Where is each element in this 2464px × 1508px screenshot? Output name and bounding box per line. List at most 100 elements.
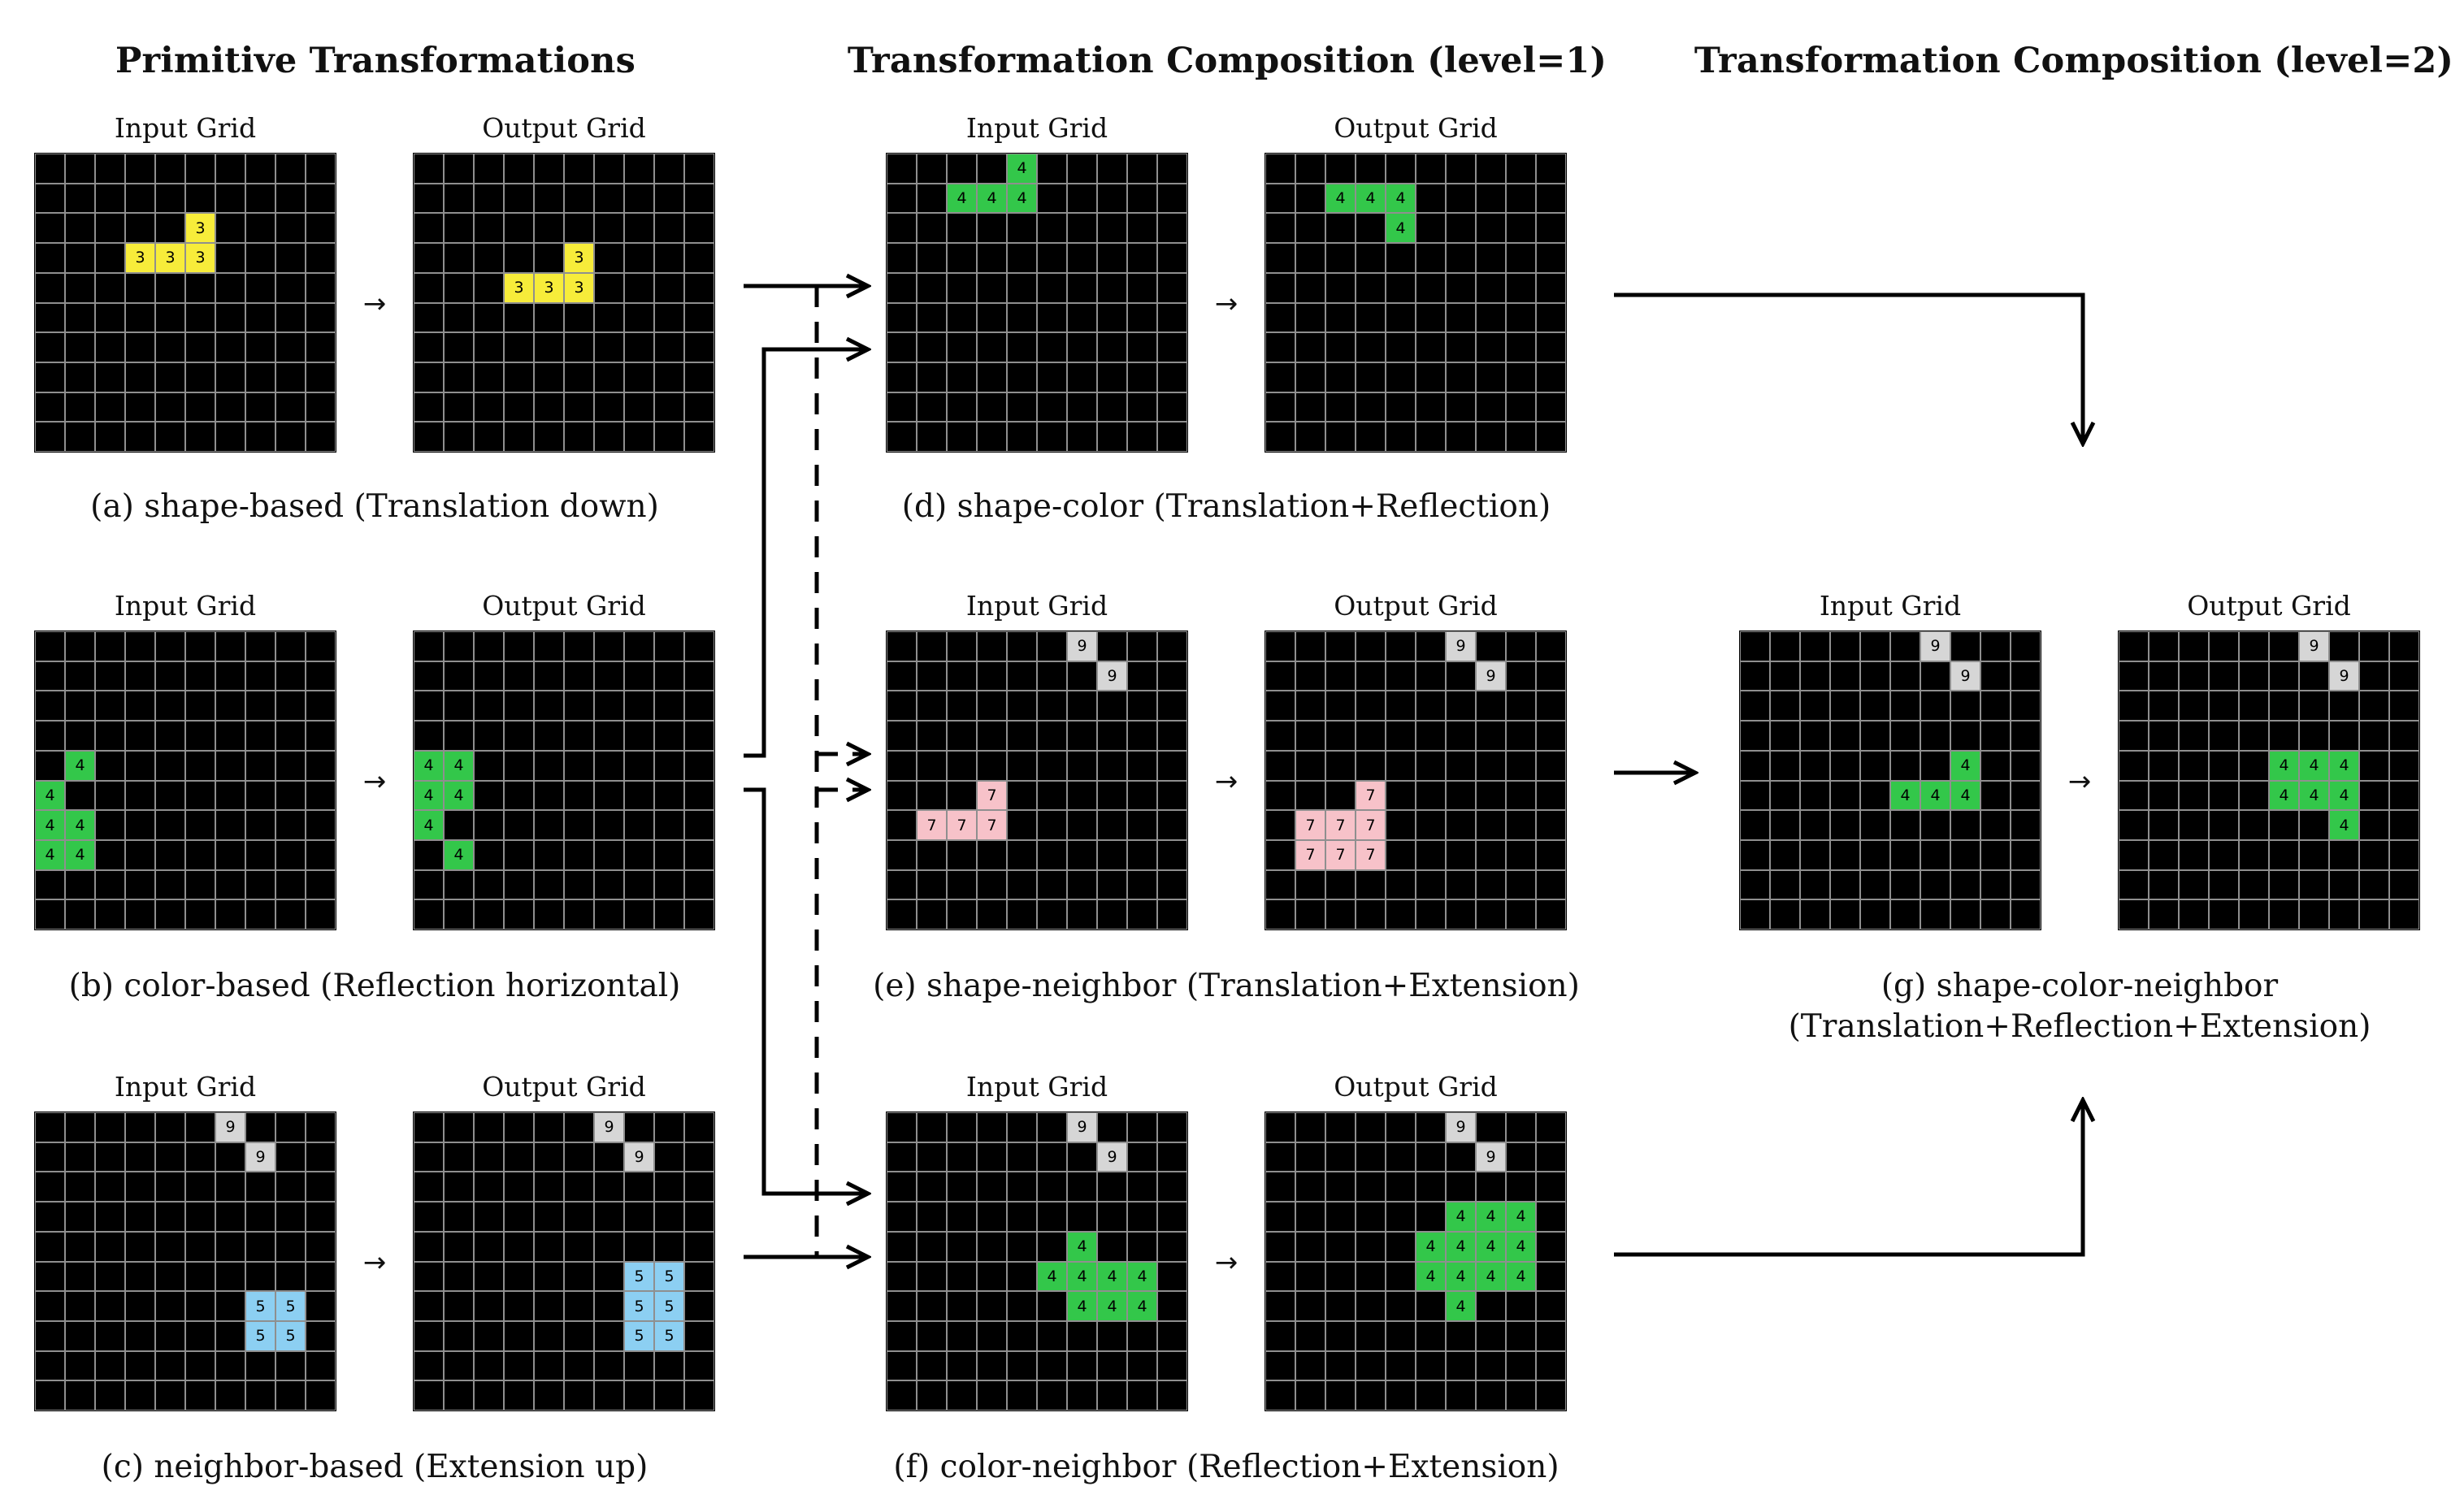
- grid-cell: [1536, 302, 1566, 333]
- grid-cell: [2389, 631, 2419, 661]
- grid-cell: [1265, 780, 1295, 811]
- grid-cell-filled: 4: [2269, 780, 2299, 811]
- grid-cell: [2119, 869, 2149, 900]
- grid-cell: [564, 750, 594, 781]
- grid-cell: [2269, 691, 2299, 722]
- grid-cell: [414, 631, 444, 661]
- grid-cell: [1295, 750, 1325, 781]
- grid-cell: [1356, 661, 1386, 691]
- grid-cell: [414, 213, 444, 244]
- grid-cell: [125, 839, 155, 870]
- grid-cell: [1157, 661, 1187, 691]
- grid-cell: [564, 1261, 594, 1292]
- grid-cell: [1446, 392, 1476, 422]
- grid-cell: [977, 302, 1007, 333]
- grid-cell: [444, 869, 474, 900]
- grid-cell: [977, 839, 1007, 870]
- grid-cell-filled: 4: [1506, 1202, 1536, 1232]
- grid-cell: [1506, 810, 1536, 840]
- grid-cell: [594, 332, 624, 362]
- grid-cell: [534, 183, 564, 214]
- grid-cell-filled: 4: [1007, 183, 1037, 214]
- grid-cell: [1506, 661, 1536, 691]
- grid-cell: [95, 213, 125, 244]
- grid-cell: [1446, 691, 1476, 722]
- grid-cell: [2011, 750, 2041, 781]
- grid-cell: [917, 631, 947, 661]
- grid-cell-filled: 4: [1097, 1291, 1127, 1321]
- grid-cell: [1386, 750, 1416, 781]
- grid-cell: [1356, 1142, 1386, 1172]
- grid-cell: [306, 392, 336, 422]
- grid-cell: [564, 899, 594, 930]
- grid-cell: [1127, 272, 1157, 303]
- grid-cell: [1295, 392, 1325, 422]
- grid-cell: [1386, 1291, 1416, 1321]
- grid-cell: [2179, 750, 2209, 781]
- grid-cell: [1037, 213, 1067, 244]
- grid-cell: [185, 302, 215, 333]
- grid-cell: [474, 422, 504, 452]
- grid-cell: [65, 1172, 95, 1202]
- grid-cell: [504, 691, 534, 722]
- grid-cell: [887, 810, 917, 840]
- heading-level2: Transformation Composition (level=2): [1694, 41, 2454, 81]
- grid-cell: [1067, 213, 1097, 244]
- grid-cell: [1476, 183, 1506, 214]
- grid-cell: [1416, 392, 1446, 422]
- grid-cell: [2011, 810, 2041, 840]
- grid-cell: [1037, 302, 1067, 333]
- grid-cell: [887, 392, 917, 422]
- grid-cell: [1007, 1202, 1037, 1232]
- grid-cell: [504, 1350, 534, 1381]
- grid-cell: [1295, 1350, 1325, 1381]
- grid-cell: [2269, 839, 2299, 870]
- grid-cell: [594, 1350, 624, 1381]
- grid-cell: [624, 631, 654, 661]
- grid-cell: [1890, 839, 1920, 870]
- grid-cell: [245, 839, 275, 870]
- input-grid-label: Input Grid: [114, 112, 257, 144]
- grid-cell: [504, 154, 534, 184]
- grid-cell: [215, 839, 245, 870]
- grid-cell: [306, 1172, 336, 1202]
- grid-cell: [917, 1112, 947, 1142]
- grid-cell: [977, 1291, 1007, 1321]
- grid-cell: [1067, 392, 1097, 422]
- grid-cell: [1265, 1202, 1295, 1232]
- grid-cell: [624, 810, 654, 840]
- grid-cell: [1950, 631, 1980, 661]
- grid-cell: [1007, 1320, 1037, 1351]
- grid-cell: [654, 1380, 684, 1410]
- grid-cell: [1127, 899, 1157, 930]
- heading-level1: Transformation Composition (level=1): [847, 41, 1607, 81]
- grid-cell: [95, 1291, 125, 1321]
- grid-cell: [2299, 899, 2329, 930]
- grid-cell: [1860, 750, 1890, 781]
- grid-cell: [684, 1380, 714, 1410]
- grid-cell: [534, 899, 564, 930]
- grid-cell: [215, 213, 245, 244]
- grid-cell: [215, 302, 245, 333]
- grid-cell: [1127, 1350, 1157, 1381]
- grid-cell-filled: 9: [1067, 631, 1097, 661]
- grid-cell: [2149, 661, 2179, 691]
- grid-cell: [1356, 691, 1386, 722]
- grid-cell: [125, 1350, 155, 1381]
- grid-cell: [504, 1380, 534, 1410]
- grid-cell: [1356, 362, 1386, 392]
- grid-cell: [215, 332, 245, 362]
- grid-cell: [624, 302, 654, 333]
- grid-cell: [504, 392, 534, 422]
- grid-cell: [1325, 1261, 1356, 1292]
- grid-cell: [1067, 869, 1097, 900]
- grid-cell: [1800, 750, 1830, 781]
- grid-cell: [1295, 332, 1325, 362]
- grid-cell: [2179, 721, 2209, 751]
- grid-cell: [624, 1172, 654, 1202]
- grid-cell: [1097, 839, 1127, 870]
- grid-cell: [414, 392, 444, 422]
